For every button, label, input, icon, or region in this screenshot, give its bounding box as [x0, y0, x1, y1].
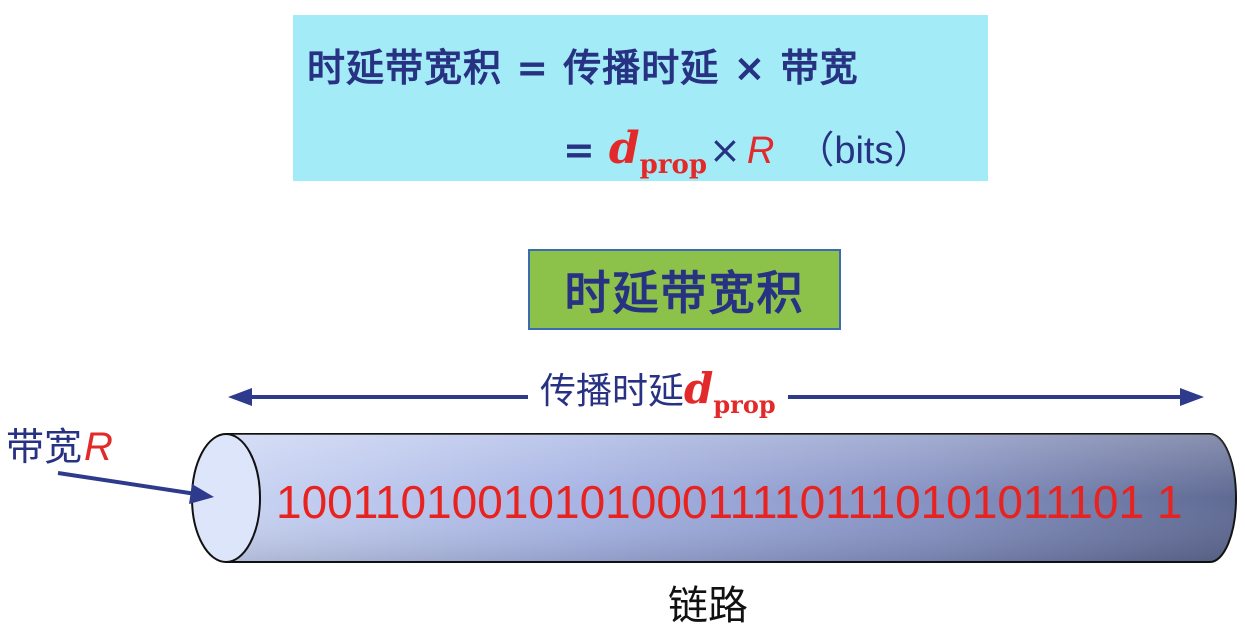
title-box: 时延带宽积 — [528, 249, 841, 330]
d-subscript: prop — [639, 150, 708, 180]
formula-line-2: = dprop×R （bits） — [563, 119, 931, 180]
d-symbol: d — [608, 123, 640, 174]
propagation-label: 传播时延dprop — [528, 362, 788, 419]
formula-box: 时延带宽积 = 传播时延 × 带宽 = dprop×R （bits） — [293, 15, 988, 181]
times-sign: × — [709, 128, 741, 172]
bandwidth-arrow — [57, 471, 214, 504]
r-symbol: R — [746, 130, 775, 172]
formula-line-1: 时延带宽积 = 传播时延 × 带宽 — [307, 46, 859, 90]
propagation-text: 传播时延 — [540, 371, 685, 412]
unit-label: （bits） — [796, 130, 932, 172]
link-bits: 10011010010101000111101110101011101 1 — [276, 476, 1183, 528]
propagation-d-symbol: d — [684, 364, 714, 413]
title-text: 时延带宽积 — [564, 265, 805, 320]
bandwidth-text: 带宽 — [6, 425, 83, 469]
bandwidth-label: 带宽R — [6, 416, 113, 471]
equals-sign: = — [563, 128, 595, 172]
link-label: 链路 — [668, 583, 748, 629]
link-tube — [191, 433, 1237, 563]
arrow-left-head — [228, 388, 252, 406]
bandwidth-r-symbol: R — [84, 425, 113, 469]
propagation-d-subscript: prop — [713, 390, 776, 419]
arrow-right-head — [1180, 388, 1204, 406]
